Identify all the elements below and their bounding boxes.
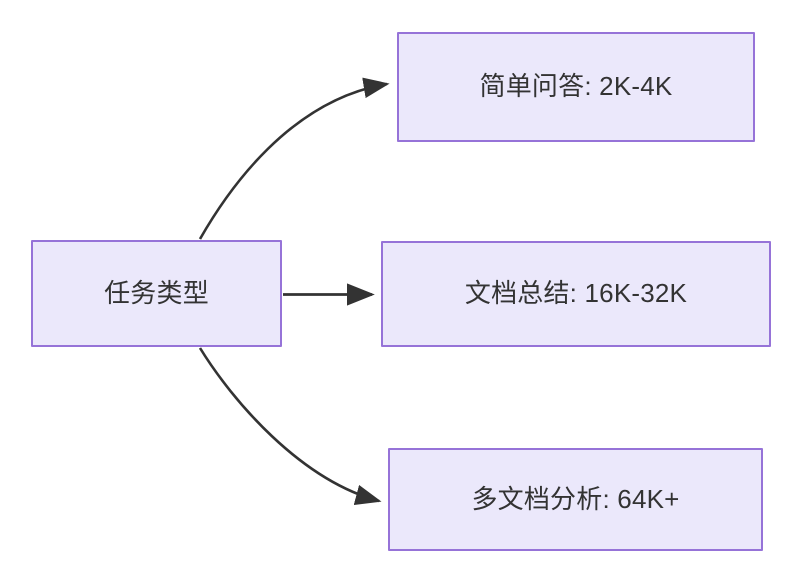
edge-to-multi-doc-analysis [198,347,382,506]
node-multi-doc-analysis[interactable]: 多文档分析: 64K+ [388,448,763,551]
node-task-type[interactable]: 任务类型 [31,240,282,347]
node-task-type-label: 任务类型 [104,277,209,308]
node-simple-qa[interactable]: 简单问答: 2K-4K [397,32,755,142]
edge-to-simple-qa [198,77,390,240]
node-doc-summary-label: 文档总结: 16K-32K [464,278,688,309]
node-doc-summary[interactable]: 文档总结: 16K-32K [381,241,771,347]
node-multi-doc-analysis-label: 多文档分析: 64K+ [471,483,680,514]
node-simple-qa-label: 简单问答: 2K-4K [479,71,673,102]
